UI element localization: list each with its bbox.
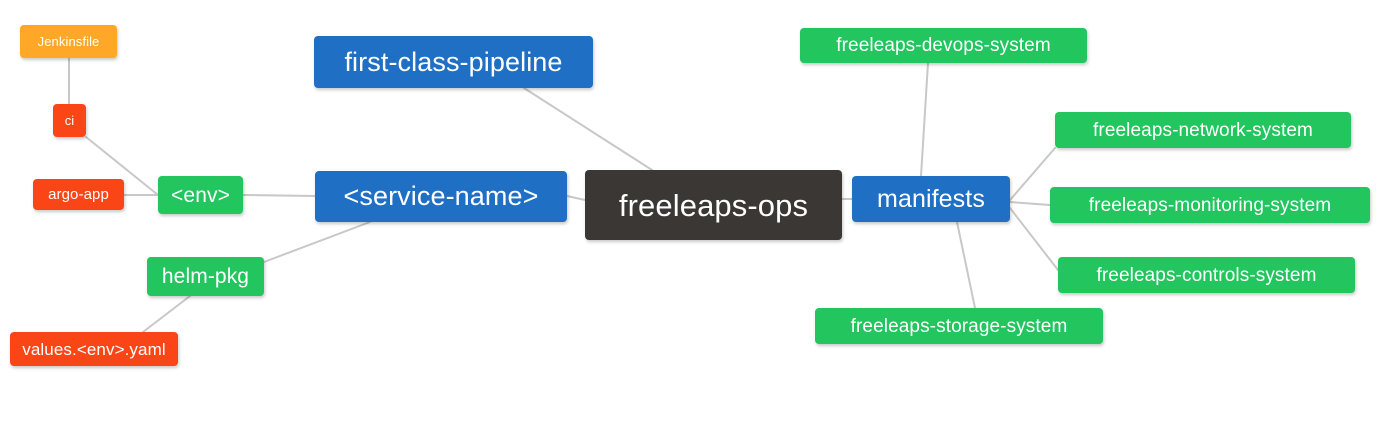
mindmap-node-label: helm-pkg: [161, 265, 250, 288]
mindmap-node-ci[interactable]: ci: [53, 104, 86, 137]
mindmap-node-label: <service-name>: [343, 181, 539, 211]
mindmap-node-label: freeleaps-controls-system: [1096, 264, 1317, 286]
mindmap-node-helm-pkg[interactable]: helm-pkg: [147, 257, 264, 296]
mindmap-node-label: ci: [64, 113, 75, 128]
mindmap-node-manifests[interactable]: manifests: [852, 176, 1010, 222]
mindmap-node-label: freeleaps-devops-system: [836, 35, 1051, 56]
mindmap-node-network-system[interactable]: freeleaps-network-system: [1055, 112, 1351, 148]
edge-values-yaml-to-helm-pkg: [142, 295, 191, 333]
mindmap-node-label: freeleaps-storage-system: [850, 315, 1068, 337]
edge-service-name-to-freeleaps-ops: [566, 195, 586, 201]
edge-manifests-to-monitoring-system: [1009, 201, 1051, 206]
mindmap-node-label: freeleaps-network-system: [1093, 119, 1313, 141]
mindmap-node-devops-system[interactable]: freeleaps-devops-system: [800, 28, 1087, 63]
mindmap-node-label: <env>: [171, 183, 230, 207]
edge-manifests-to-devops-system: [920, 62, 929, 177]
mindmap-node-argo-app[interactable]: argo-app: [33, 179, 124, 210]
mindmap-node-label: Jenkinsfile: [37, 34, 100, 49]
mindmap-node-label: argo-app: [48, 186, 109, 203]
edge-first-class-pipeline-to-freeleaps-ops: [523, 87, 653, 171]
edge-manifests-to-network-system: [1009, 147, 1056, 201]
mindmap-node-env[interactable]: <env>: [158, 176, 243, 214]
edge-manifests-to-storage-system: [956, 221, 976, 309]
edge-env-to-service-name: [242, 194, 316, 197]
edge-helm-pkg-to-service-name: [263, 221, 371, 263]
mindmap-node-storage-system[interactable]: freeleaps-storage-system: [815, 308, 1103, 344]
mindmap-node-freeleaps-ops[interactable]: freeleaps-ops: [585, 170, 842, 240]
mindmap-node-monitoring-system[interactable]: freeleaps-monitoring-system: [1050, 187, 1370, 223]
mindmap-node-values-yaml[interactable]: values.<env>.yaml: [10, 332, 178, 366]
mindmap-node-jenkinsfile[interactable]: Jenkinsfile: [20, 25, 117, 58]
mindmap-node-service-name[interactable]: <service-name>: [315, 171, 567, 222]
mindmap-node-label: freeleaps-ops: [618, 187, 809, 223]
mindmap-node-label: manifests: [877, 184, 985, 213]
mindmap-node-first-class-pipeline[interactable]: first-class-pipeline: [314, 36, 593, 88]
mindmap-node-controls-system[interactable]: freeleaps-controls-system: [1058, 257, 1355, 293]
mindmap-node-label: freeleaps-monitoring-system: [1088, 194, 1332, 216]
mindmap-node-label: first-class-pipeline: [344, 46, 563, 77]
mindmap-node-label: values.<env>.yaml: [22, 339, 166, 359]
